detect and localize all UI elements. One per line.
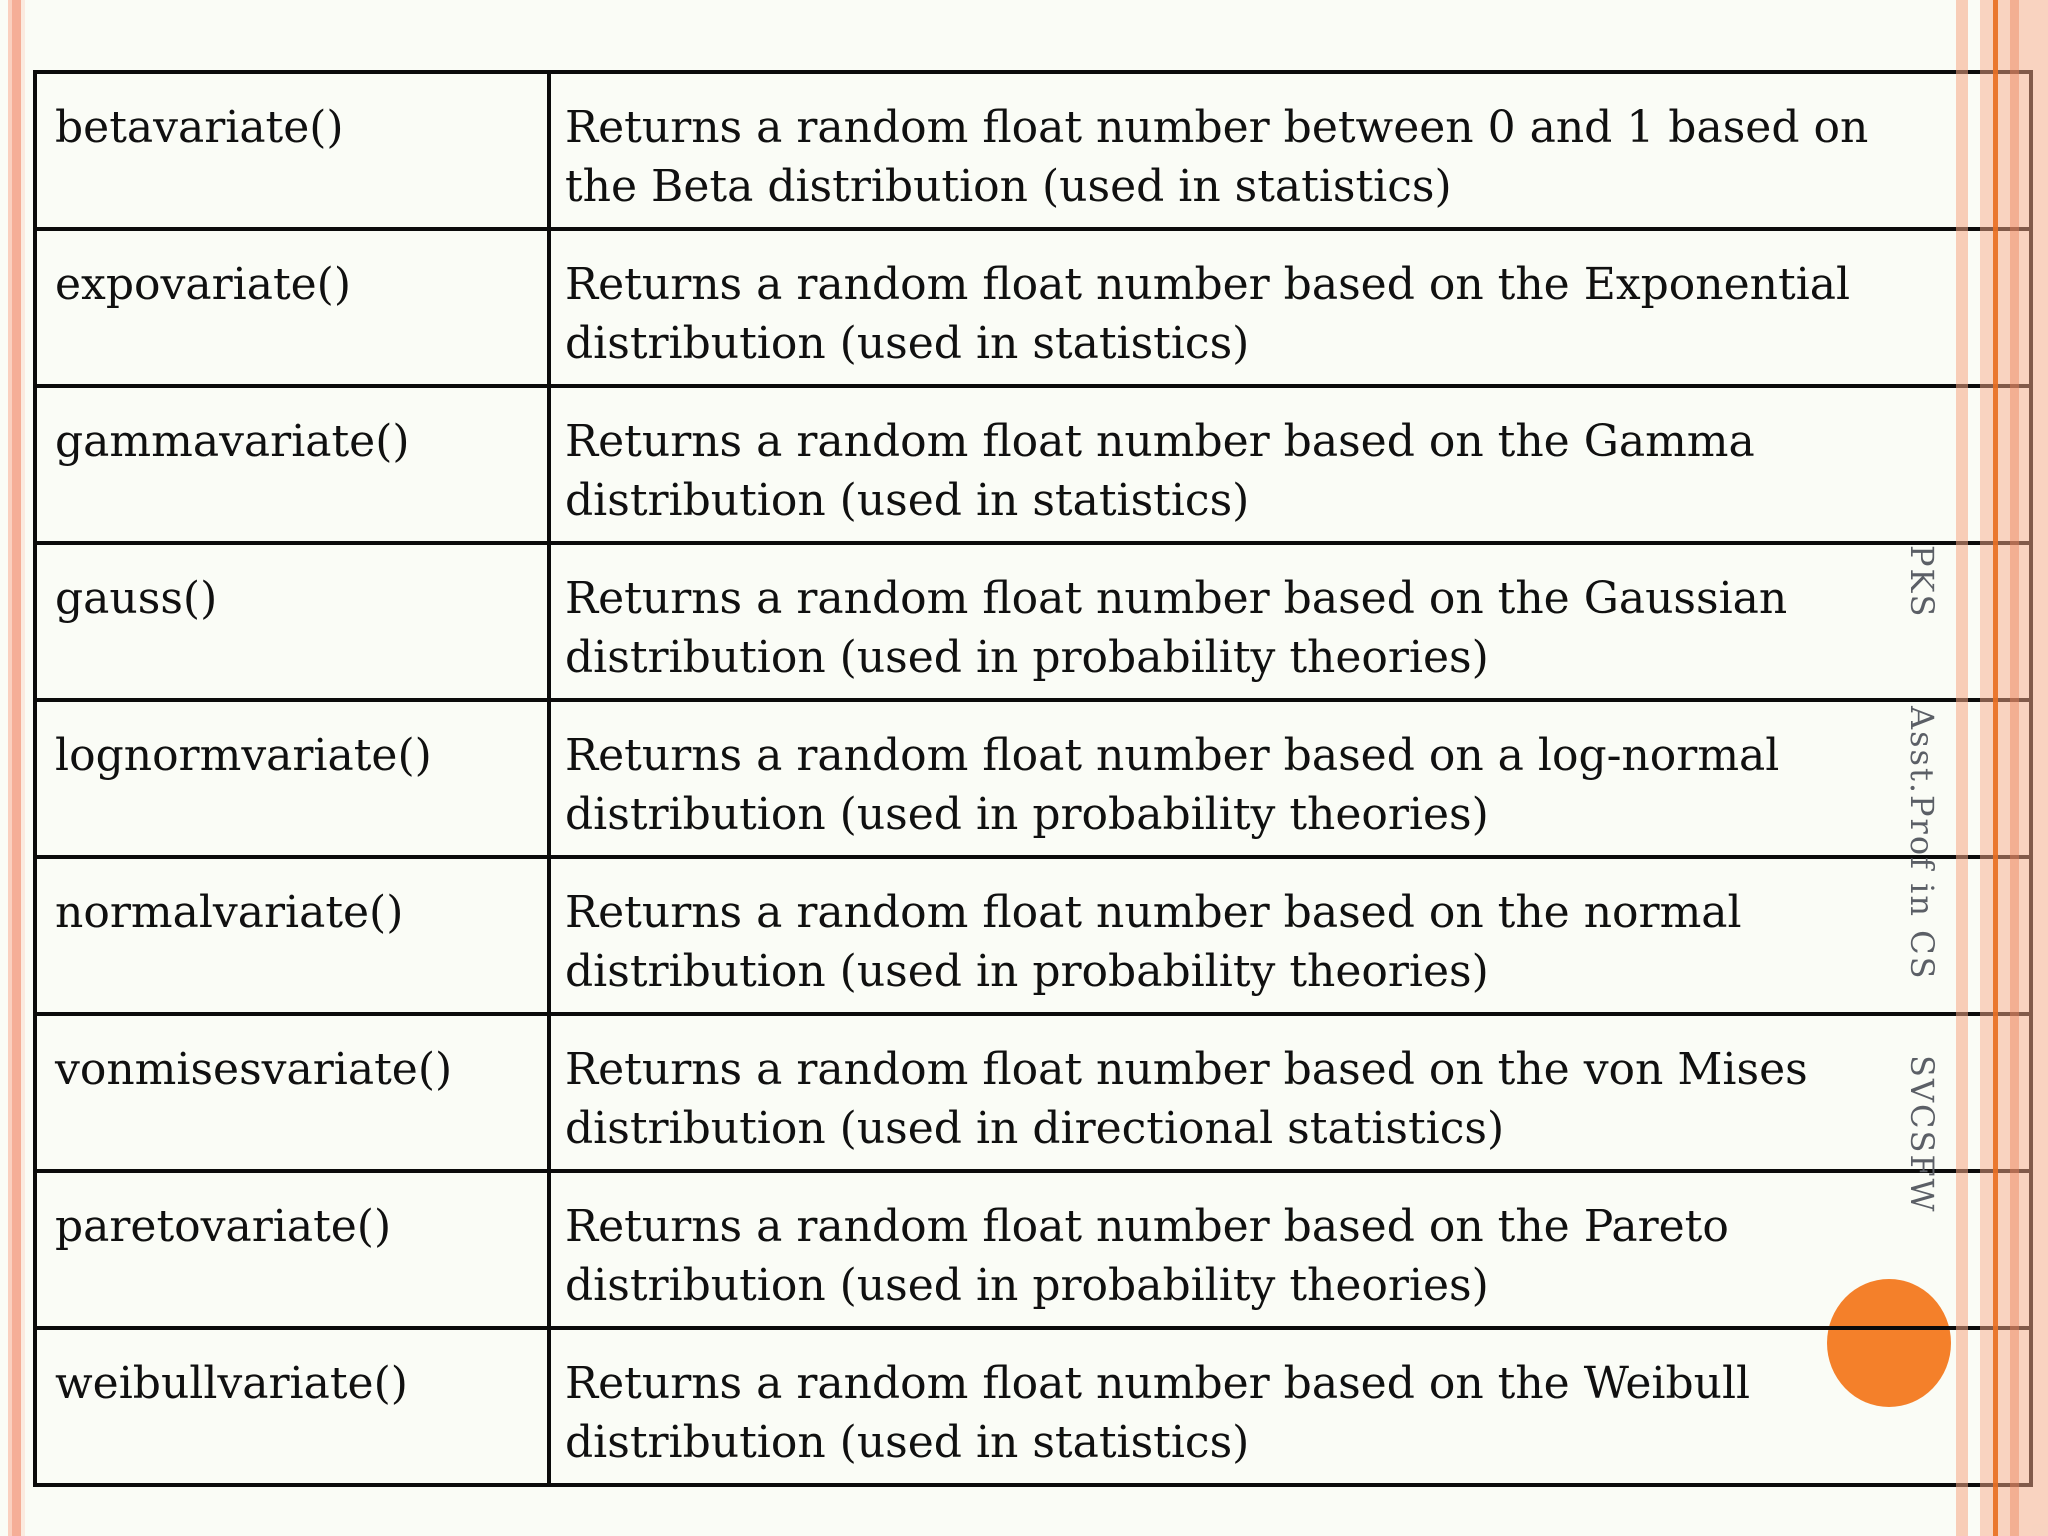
left-edge-stripe-outer: [8, 0, 12, 1536]
function-name-cell: paretovariate(): [33, 1169, 551, 1330]
table-row: normalvariate() Returns a random float n…: [33, 855, 2033, 1016]
function-name-cell: expovariate(): [33, 227, 551, 388]
table-row: paretovariate() Returns a random float n…: [33, 1169, 2033, 1330]
random-functions-table: betavariate() Returns a random float num…: [33, 70, 2033, 1487]
watermark-segment: Asst.Prof in CS: [1903, 705, 1941, 981]
function-name-cell: weibullvariate(): [33, 1326, 551, 1487]
function-description-cell: Returns a random float number based on t…: [547, 1326, 2033, 1487]
function-name-cell: normalvariate(): [33, 855, 551, 1016]
description-line: distribution (used in statistics): [565, 475, 1250, 526]
left-edge-stripe-main: [12, 0, 21, 1536]
left-edge-stripe-inner: [21, 0, 25, 1536]
function-description-cell: Returns a random float number based on t…: [547, 541, 2033, 702]
right-edge-stripe-outer: [1956, 0, 1968, 1536]
function-name-cell: betavariate(): [33, 70, 551, 231]
function-description-cell: Returns a random float number based on t…: [547, 1169, 2033, 1330]
description-line: distribution (used in statistics): [565, 1417, 1250, 1468]
description-line: distribution (used in probability theori…: [565, 1260, 1489, 1311]
function-description-cell: Returns a random float number based on t…: [547, 855, 2033, 1016]
description-line: distribution (used in probability theori…: [565, 632, 1489, 683]
description-line: Returns a random float number based on t…: [565, 1044, 1808, 1095]
table-row: expovariate() Returns a random float num…: [33, 227, 2033, 388]
function-name-cell: lognormvariate(): [33, 698, 551, 859]
description-line: Returns a random float number based on t…: [565, 573, 1788, 624]
table-row: weibullvariate() Returns a random float …: [33, 1326, 2033, 1487]
description-line: Returns a random float number based on t…: [565, 1358, 1751, 1409]
table-row: vonmisesvariate() Returns a random float…: [33, 1012, 2033, 1173]
description-line: Returns a random float number based on t…: [565, 887, 1742, 938]
description-line: Returns a random float number based on a…: [565, 730, 1780, 781]
description-line: Returns a random float number based on t…: [565, 259, 1851, 310]
table-body: betavariate() Returns a random float num…: [33, 70, 2033, 1487]
description-line: distribution (used in probability theori…: [565, 789, 1489, 840]
table-row: betavariate() Returns a random float num…: [33, 70, 2033, 231]
description-line: Returns a random float number between 0 …: [565, 102, 1869, 153]
function-name-cell: gauss(): [33, 541, 551, 702]
watermark-segment: PKS: [1903, 545, 1941, 619]
function-name-cell: gammavariate(): [33, 384, 551, 545]
description-line: distribution (used in directional statis…: [565, 1103, 1505, 1154]
description-line: distribution (used in statistics): [565, 318, 1250, 369]
description-line: distribution (used in probability theori…: [565, 946, 1489, 997]
table-row: gammavariate() Returns a random float nu…: [33, 384, 2033, 545]
right-edge-stripe-band: [1980, 0, 2048, 1536]
description-line: Returns a random float number based on t…: [565, 416, 1755, 467]
table-row: gauss() Returns a random float number ba…: [33, 541, 2033, 702]
watermark-vertical-text: PKS Asst.Prof in CS SVCSFW: [1903, 545, 1941, 1214]
function-description-cell: Returns a random float number based on t…: [547, 1012, 2033, 1173]
right-edge-orange-line: [1993, 0, 1998, 1536]
function-description-cell: Returns a random float number based on a…: [547, 698, 2033, 859]
function-description-cell: Returns a random float number based on t…: [547, 227, 2033, 388]
description-line: Returns a random float number based on t…: [565, 1201, 1729, 1252]
function-name-cell: vonmisesvariate(): [33, 1012, 551, 1173]
watermark-segment: SVCSFW: [1903, 1055, 1941, 1214]
table-row: lognormvariate() Returns a random float …: [33, 698, 2033, 859]
function-description-cell: Returns a random float number between 0 …: [547, 70, 2033, 231]
right-edge-stripe-dark: [2010, 0, 2019, 1536]
function-description-cell: Returns a random float number based on t…: [547, 384, 2033, 545]
description-line: the Beta distribution (used in statistic…: [565, 161, 1452, 212]
